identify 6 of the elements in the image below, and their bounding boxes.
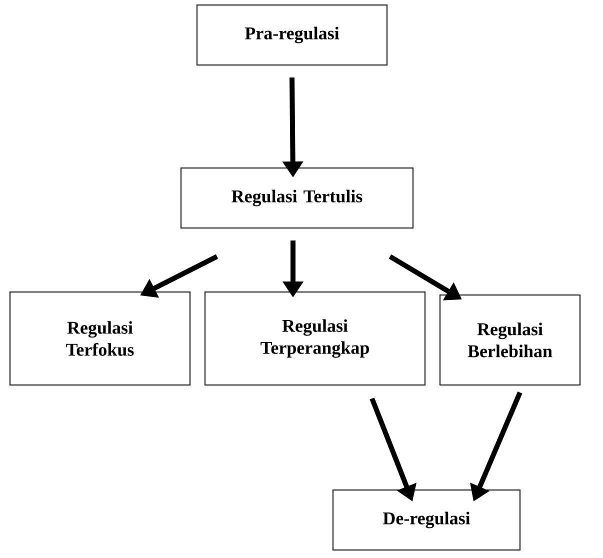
process-box: Regulasi Terperangkap bbox=[204, 292, 426, 386]
process-box: De-regulasi bbox=[332, 490, 520, 550]
process-box: Pra-regulasi bbox=[196, 4, 388, 66]
process-box: Regulasi Tertulis bbox=[180, 168, 414, 228]
process-box: Regulasi Berlebihan bbox=[440, 294, 580, 386]
process-box: Regulasi Terfokus bbox=[10, 292, 190, 386]
